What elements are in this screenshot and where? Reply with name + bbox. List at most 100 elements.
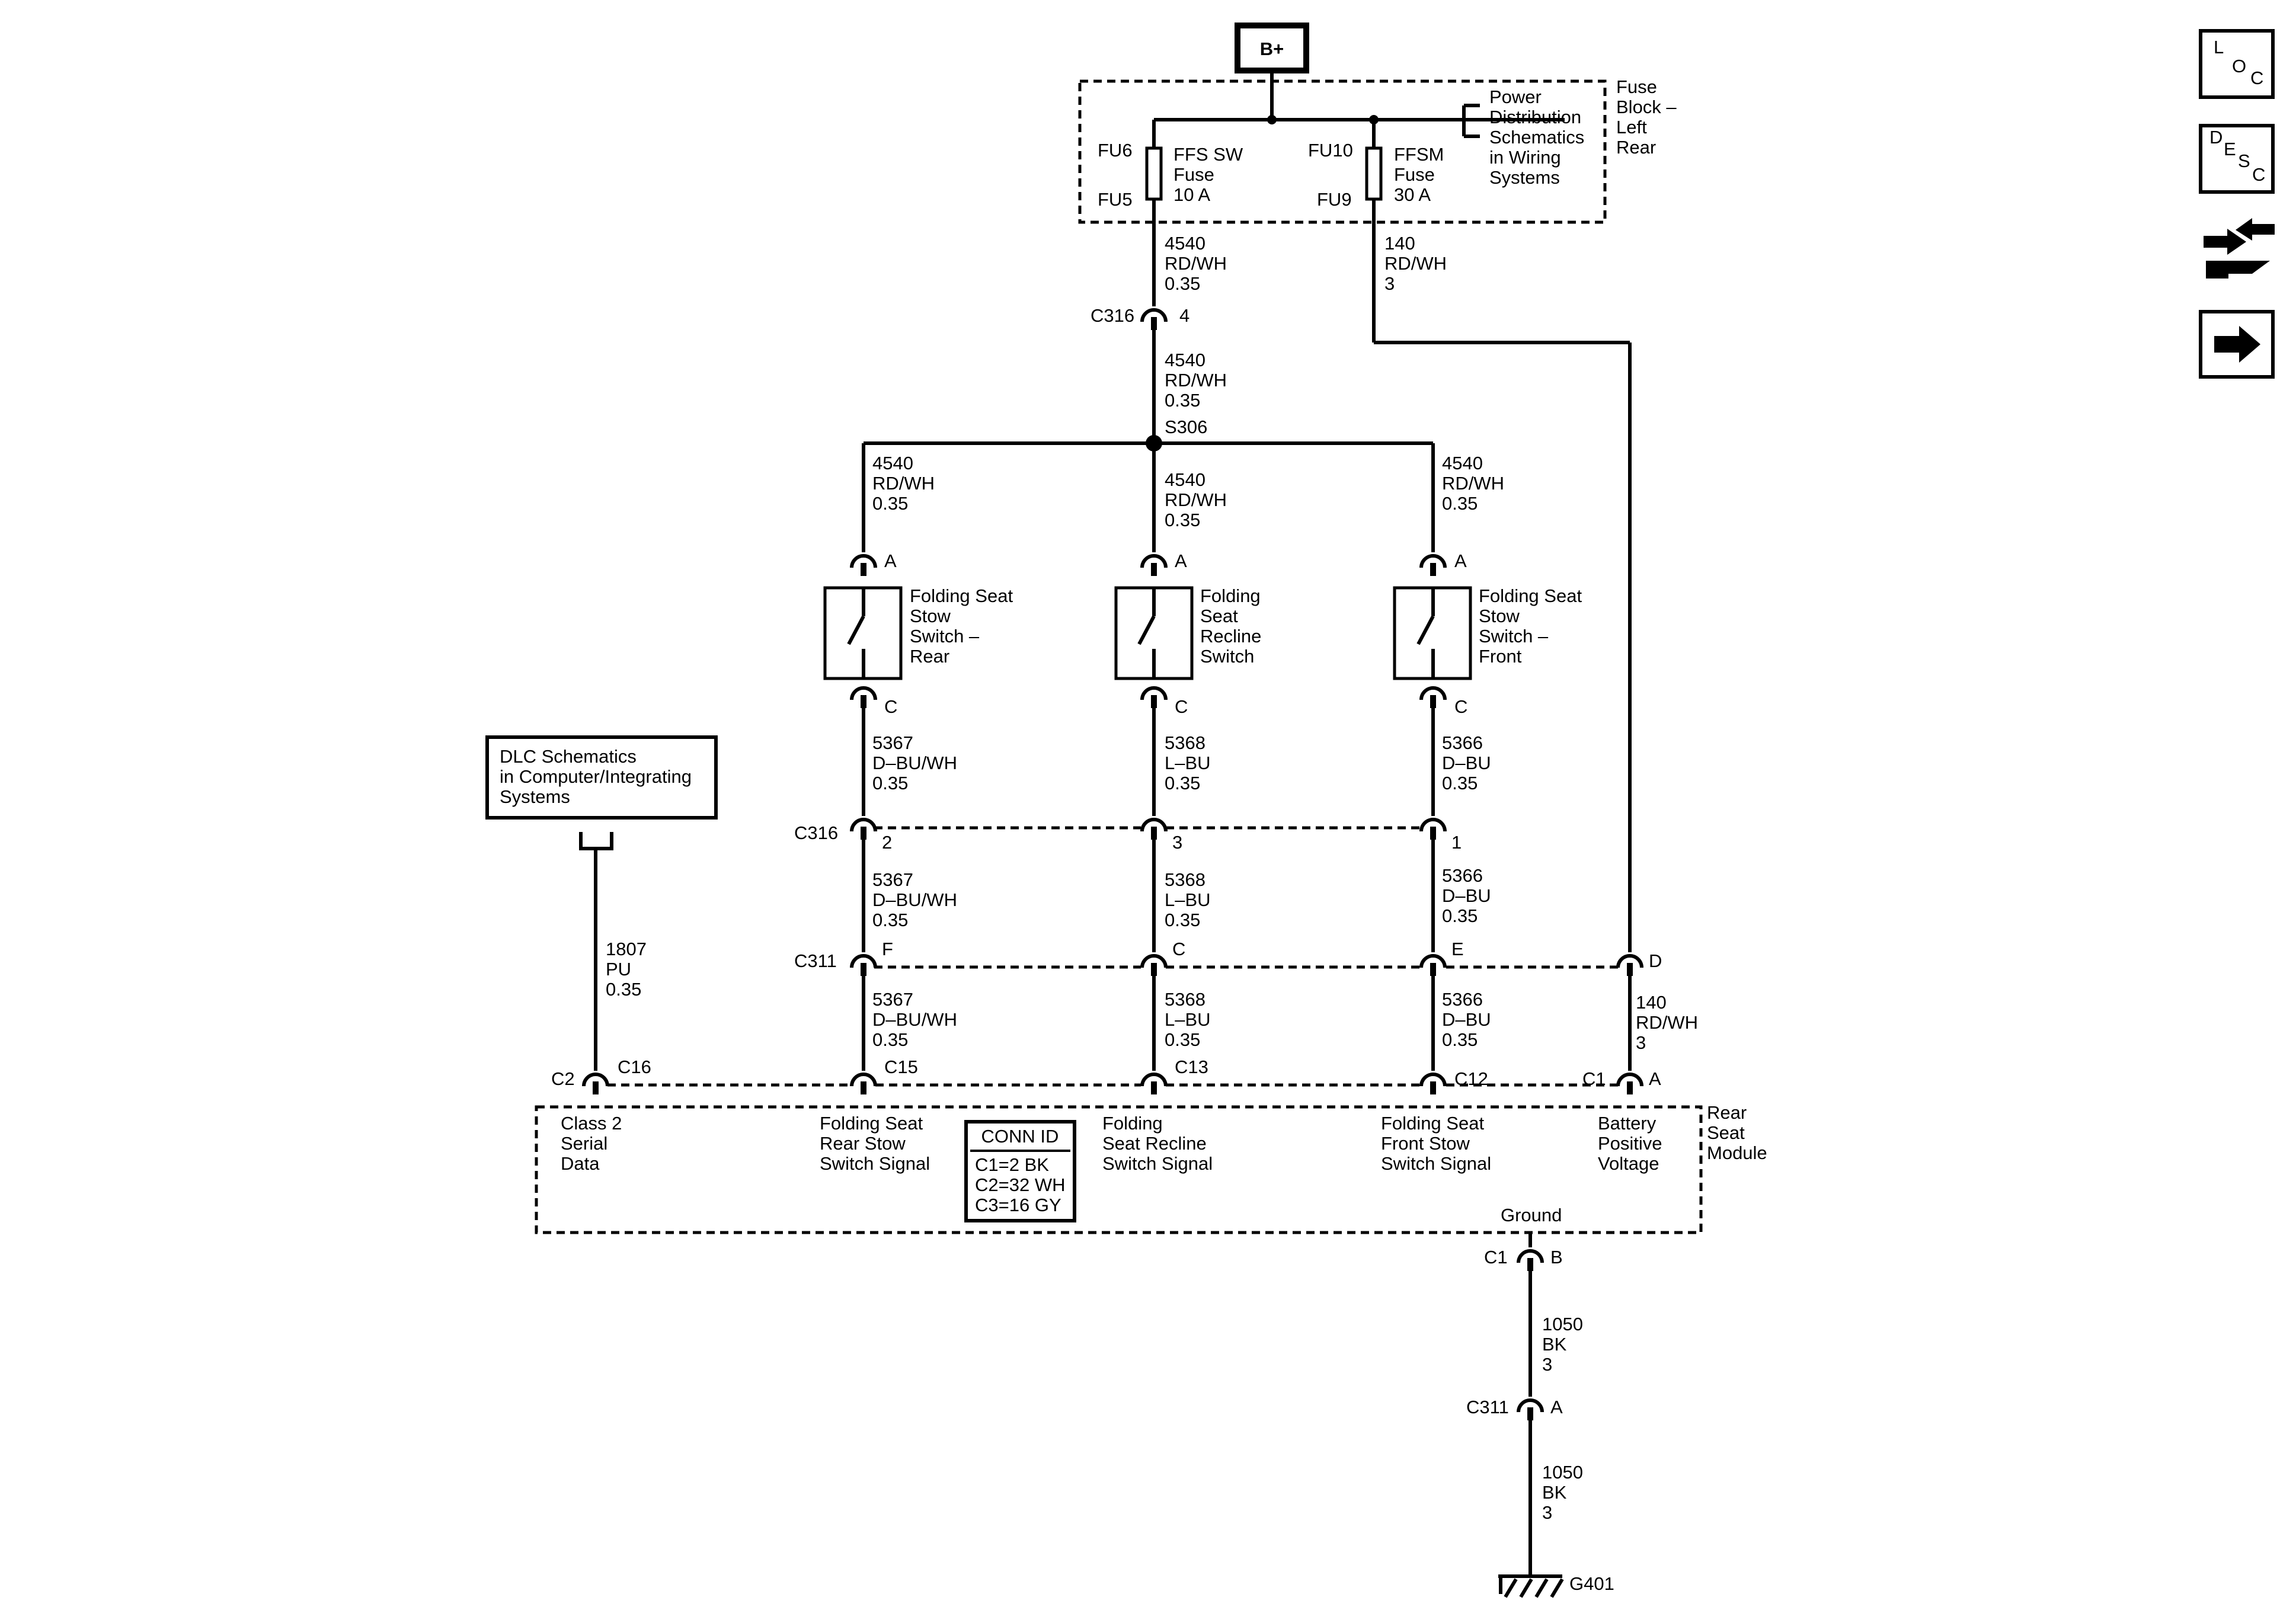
desc-icon[interactable]: D E S C [2199,124,2275,194]
sw-rear-l4: Rear [910,646,949,667]
w4540b-l3: 0.35 [1165,390,1200,411]
connector-symbols [582,306,1643,1420]
fuse-ffsm: FU10 FU9 FFSM Fuse 30 A [1308,120,1444,222]
w5366c-l2: D–BU [1442,1009,1491,1030]
w4540r-l2: RD/WH [1442,473,1504,494]
power-ref-l2: Distribution [1489,107,1581,127]
sig-rear-l1: Folding Seat [820,1113,923,1134]
w5366b-l1: 5366 [1442,865,1483,886]
conn-id-title: CONN ID [981,1126,1059,1147]
sig-rear-l2: Rear Stow [820,1133,906,1154]
w4540b-l1: 4540 [1165,350,1205,370]
switch-folding-seat-stow-rear: Folding Seat Stow Switch – Rear [823,585,1013,680]
wire-labels: 4540 RD/WH 0.35 140 RD/WH 3 4540 RD/WH 0… [606,233,1698,1523]
w5368a-l2: L–BU [1165,753,1211,773]
next-arrow-icon[interactable] [2199,310,2275,379]
w5368c-l2: L–BU [1165,1009,1211,1030]
w5368b-l2: L–BU [1165,889,1211,910]
sw-rear-l2: Stow [910,606,951,626]
dlc-ref-l1: DLC Schematics [500,746,637,767]
connector-c316-mid-1 [850,816,877,840]
sw-front-l2: Stow [1479,606,1520,626]
switch-folding-seat-stow-front: Folding Seat Stow Switch – Front [1393,585,1582,680]
connector-sw-rear-bot [850,684,877,708]
w5367b-l3: 0.35 [872,910,908,930]
w4540m-l3: 0.35 [1165,510,1200,530]
connector-sw-recline-top [1140,552,1168,576]
rear-seat-module: Rear Seat Module Class 2 Serial Data Fol… [535,1102,1767,1234]
module-pin-c2: C2 [551,1068,575,1089]
sig-battery-l3: Voltage [1598,1153,1659,1174]
ground-symbol [1498,1574,1564,1598]
sig-class2-l2: Serial [561,1133,607,1154]
connector-c316-top [1140,306,1168,330]
desc-e: E [2224,139,2236,159]
ground-g401: G401 [1569,1573,1614,1594]
loc-o: O [2232,56,2246,76]
ground-c311-pin: A [1550,1397,1563,1417]
w5368c-l1: 5368 [1165,989,1205,1010]
w5367c-l2: D–BU/WH [872,1009,957,1030]
fuse1-label-l3: 10 A [1173,184,1210,205]
w5366a-l1: 5366 [1442,732,1483,753]
w4540r-l3: 0.35 [1442,493,1478,514]
dlc-schematics-ref[interactable]: DLC Schematics in Computer/Integrating S… [485,735,718,850]
w1807-l1: 1807 [606,939,647,959]
conn-id-l3: C3=16 GY [975,1195,1061,1215]
w140bot-l3: 3 [1636,1032,1646,1053]
w5368c-l3: 0.35 [1165,1029,1200,1050]
c311-pin-1: F [882,939,893,959]
c316-top-name: C316 [1091,305,1134,326]
sw-rear-l3: Switch – [910,626,980,646]
module-pin-a: A [1649,1068,1661,1089]
sig-recline-l3: Switch Signal [1102,1153,1213,1174]
c316-mid-name: C316 [794,822,838,843]
ground-c1-name: C1 [1484,1247,1508,1267]
w5368a-l1: 5368 [1165,732,1205,753]
fuse1-bottom-pin: FU5 [1098,189,1133,210]
connector-tool-icon[interactable] [2204,218,2275,279]
w1807-l2: PU [606,959,631,980]
connector-ground-c311 [1517,1397,1544,1420]
loc-icon[interactable]: L O C [2199,29,2275,99]
connector-c311-3 [1419,952,1447,976]
fuse-block: Power Distribution Schematics in Wiring … [1078,76,1677,224]
sig-front-l1: Folding Seat [1381,1113,1484,1134]
sw-rear-l1: Folding Seat [910,585,1013,606]
c316-mid-pin-1: 2 [882,832,892,853]
connector-sw-front-bot [1419,684,1447,708]
w4540m-l2: RD/WH [1165,489,1227,510]
sig-class2-l3: Data [561,1153,600,1174]
w140top-l1: 140 [1384,233,1415,254]
w4540l-l1: 4540 [872,453,913,473]
c311-pin-3: E [1451,939,1464,959]
sw-front-l1: Folding Seat [1479,585,1582,606]
c311-pin-4: D [1649,950,1662,971]
fuse-block-title-l3: Left [1616,117,1647,137]
connector-sw-front-top [1419,552,1447,576]
module-pin-c15: C15 [884,1057,918,1077]
battery-supply: B+ [1235,23,1309,120]
w4540a-l2: RD/WH [1165,253,1227,274]
sw-recline-bot-pin: C [1175,696,1188,717]
sig-recline-l1: Folding [1102,1113,1163,1134]
switch-folding-seat-recline: Folding Seat Recline Switch [1114,585,1261,680]
connector-module-a [1616,1071,1643,1094]
sig-battery-l1: Battery [1598,1113,1657,1134]
sig-front-l3: Switch Signal [1381,1153,1491,1174]
desc-d: D [2209,127,2223,148]
module-pin-c13: C13 [1175,1057,1208,1077]
connector-sw-rear-top [850,552,877,576]
w140bot-l2: RD/WH [1636,1012,1698,1033]
fuse1-label-l1: FFS SW [1173,144,1243,165]
connector-c316-mid-3 [1419,816,1447,840]
sig-rear-l3: Switch Signal [820,1153,930,1174]
w1050b-l3: 3 [1542,1502,1552,1523]
c311-name: C311 [794,950,837,971]
fuse-block-title-l2: Block – [1616,97,1677,117]
w4540a-l1: 4540 [1165,233,1205,254]
sw-rear-bot-pin: C [884,696,897,717]
w4540b-l2: RD/WH [1165,370,1227,391]
module-pin-c16: C16 [618,1057,651,1077]
c316-mid-pin-2: 3 [1172,832,1182,853]
